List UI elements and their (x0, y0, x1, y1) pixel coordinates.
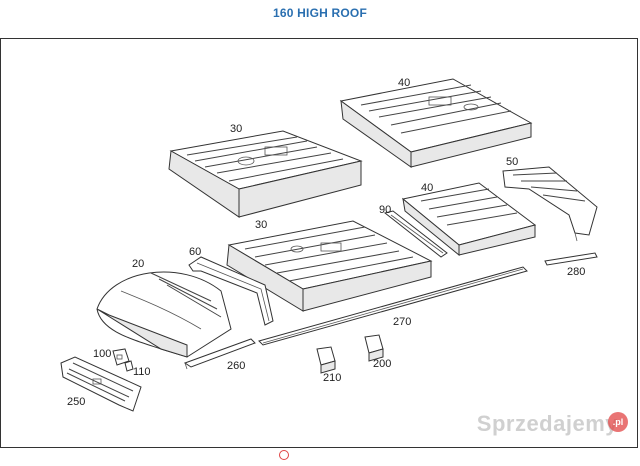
label-30-middle: 30 (255, 219, 267, 231)
label-100: 100 (93, 348, 111, 360)
label-270: 270 (393, 316, 411, 328)
block-210[interactable] (316, 346, 336, 374)
clip-110[interactable] (124, 360, 134, 372)
roof-panel-40-rear[interactable] (339, 78, 533, 168)
arch-frame-60[interactable] (188, 256, 274, 326)
long-strip-270[interactable] (258, 266, 528, 346)
watermark-text: Sprzedajemy (476, 411, 618, 436)
front-cap-20[interactable] (96, 271, 232, 358)
rear-cap-50[interactable] (502, 166, 598, 242)
diagram-frame: 40 30 50 40 90 30 60 20 280 270 100 110 … (0, 38, 638, 448)
label-40-middle: 40 (421, 182, 433, 194)
label-30-front: 30 (230, 123, 242, 135)
block-200[interactable] (364, 334, 384, 362)
label-90: 90 (379, 204, 391, 216)
strip-260[interactable] (183, 338, 256, 370)
label-60: 60 (189, 246, 201, 258)
roof-panel-40-middle[interactable] (401, 182, 537, 257)
label-40-rear: 40 (398, 77, 410, 89)
label-250: 250 (67, 396, 85, 408)
diagram-title: 160 HIGH ROOF (273, 6, 367, 20)
carousel-indicator-dot[interactable] (279, 450, 289, 460)
label-210: 210 (323, 372, 341, 384)
bracket-100[interactable] (112, 348, 130, 366)
strip-280[interactable] (544, 252, 598, 266)
label-200: 200 (373, 358, 391, 370)
rail-strip-90[interactable] (383, 210, 448, 258)
label-260: 260 (227, 360, 245, 372)
crossmember-250[interactable] (60, 356, 142, 412)
label-50: 50 (506, 156, 518, 168)
roof-parts-diagram: 40 30 50 40 90 30 60 20 280 270 100 110 … (60, 77, 598, 412)
label-110: 110 (133, 366, 151, 378)
roof-panel-30-middle[interactable] (226, 220, 433, 312)
label-280: 280 (567, 266, 585, 278)
label-20: 20 (132, 258, 144, 270)
roof-panel-30-front[interactable] (168, 130, 363, 218)
watermark-badge: .pl (608, 412, 628, 432)
